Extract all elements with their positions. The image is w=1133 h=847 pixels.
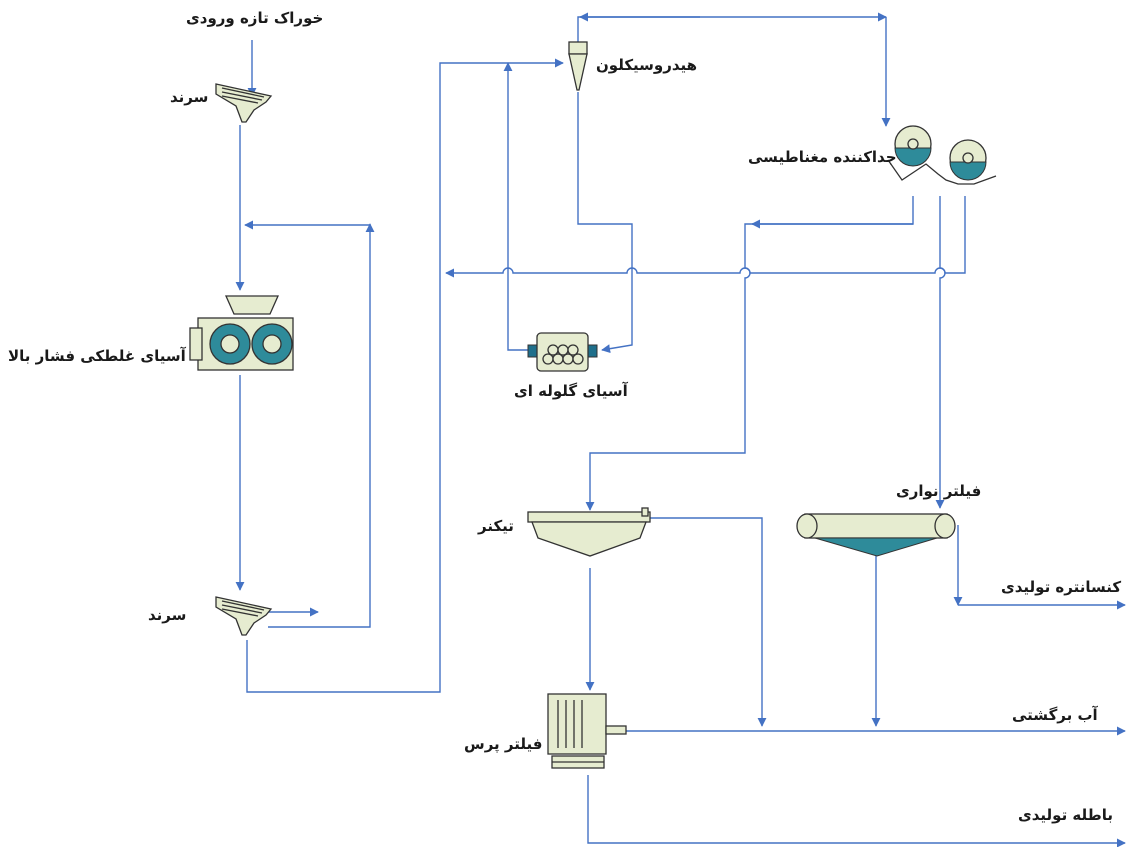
hydrocyclone-icon — [568, 41, 588, 91]
hpgr-label: آسیای غلطکی فشار بالا — [8, 347, 186, 365]
flow-cyclone-overflow — [577, 12, 887, 42]
magnetic-separator-icon — [887, 125, 997, 185]
flow-ballmill-to-cyclone — [503, 62, 530, 351]
concentrate-label: کنسانتره تولیدی — [1001, 578, 1122, 596]
magnetic-separator-label: جداکننده مغناطیسی — [748, 148, 897, 166]
filter-press-icon — [547, 693, 627, 769]
tailings-label: باطله تولیدی — [1018, 806, 1114, 824]
flow-lines — [235, 12, 1126, 847]
fresh-feed-label: خوراک تازه ورودی — [186, 9, 324, 27]
thickener-icon — [527, 507, 651, 557]
screen-2-icon — [215, 596, 273, 636]
flow-tailings-out — [587, 775, 1126, 847]
flow-screen2-recycle — [268, 223, 375, 628]
flow-separator-return — [445, 196, 966, 278]
hpgr-icon — [189, 295, 294, 371]
flow-thickener-overflow — [645, 517, 767, 727]
ball-mill-icon — [527, 332, 598, 372]
flow-separator-to-thickener — [585, 196, 914, 511]
belt-filter-label: فیلتر نواری — [896, 482, 982, 500]
thickener-label: تیکنر — [478, 517, 514, 535]
screen-1-icon — [215, 83, 273, 123]
filter-press-label: فیلتر پرس — [464, 735, 543, 753]
screen-2-label: سرند — [148, 606, 187, 624]
flow-separator-to-belt-filter — [935, 196, 946, 509]
belt-filter-icon — [796, 513, 956, 557]
hydrocyclone-label: هیدروسیکلون — [596, 56, 698, 74]
ball-mill-label: آسیای گلوله ای — [514, 382, 628, 400]
return-water-label: آب برگشتی — [1012, 706, 1098, 724]
flow-screen2-to-cyclone — [246, 58, 564, 693]
screen-1-label: سرند — [170, 88, 209, 106]
flow-cyclone-underflow — [577, 92, 633, 354]
